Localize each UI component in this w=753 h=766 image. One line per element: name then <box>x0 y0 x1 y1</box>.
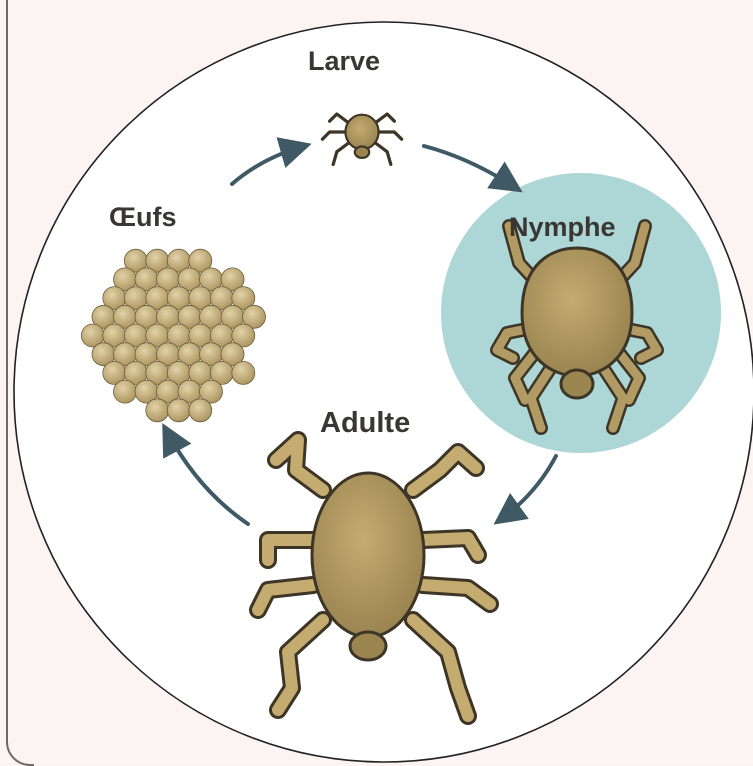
egg <box>114 380 137 403</box>
stage-label-nymph: Nymphe <box>509 212 616 243</box>
egg <box>146 399 169 422</box>
egg <box>167 399 190 422</box>
stage-label-larva: Larve <box>308 46 380 77</box>
stage-label-eggs: Œufs <box>109 202 177 233</box>
stage-label-adult: Adulte <box>320 407 410 440</box>
tick-nymph-icon <box>497 226 657 428</box>
egg <box>189 399 212 422</box>
egg <box>232 361 255 384</box>
